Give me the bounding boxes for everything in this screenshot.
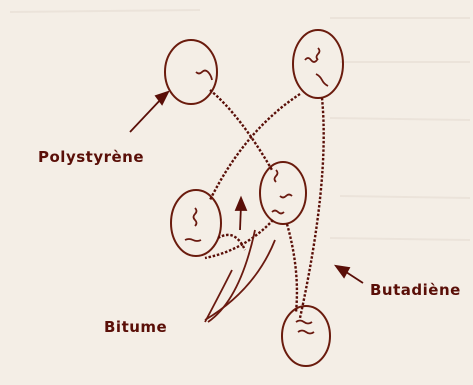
butadiene-chain-1 — [210, 90, 272, 170]
domain-circle-bottom — [282, 306, 330, 366]
chain-end-bottom — [296, 321, 314, 334]
label-polystyrene: Polystyrène — [38, 148, 144, 166]
chain-end-middle-1 — [275, 170, 278, 182]
chain-end-top-left — [196, 71, 212, 81]
bitume-arrow-head — [236, 198, 246, 210]
butadiene-arrow-head — [336, 266, 349, 277]
butadiene-chain-6 — [218, 235, 245, 250]
butadiene-chain-2 — [210, 94, 300, 200]
label-bitume: Bitume — [104, 318, 167, 336]
chain-end-middle-2 — [280, 195, 292, 198]
chain-end-left-2 — [185, 239, 201, 241]
chain-end-left-1 — [194, 208, 197, 226]
chain-end-middle-3 — [272, 211, 284, 214]
butadiene-chain-5 — [287, 224, 297, 312]
chain-end-top-right-3 — [316, 74, 328, 86]
polystyrene-arrow-line — [130, 97, 163, 132]
label-butadiene: Butadiène — [370, 281, 461, 299]
domain-circle-top-right — [293, 30, 343, 98]
domain-circle-middle — [260, 162, 306, 224]
chain-end-top-right-1 — [305, 58, 317, 62]
chain-end-top-right-2 — [317, 48, 320, 60]
